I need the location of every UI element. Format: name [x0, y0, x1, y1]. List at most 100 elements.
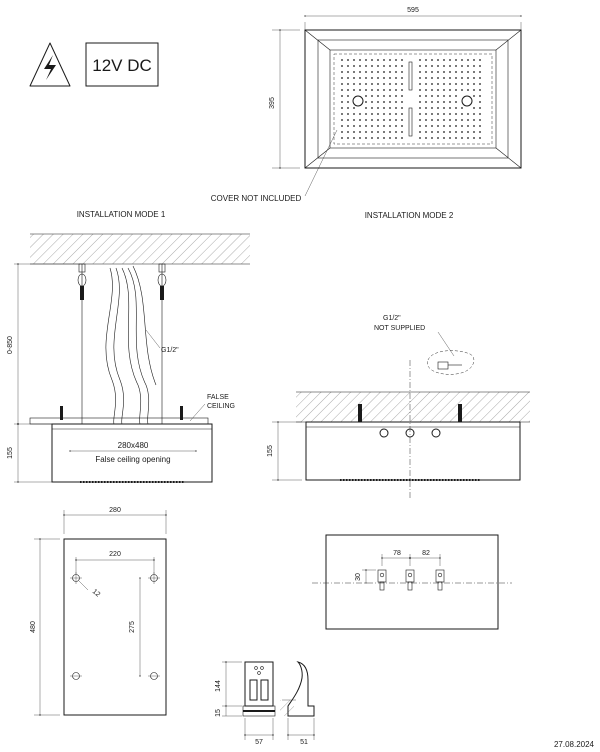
nozzle-dot — [383, 77, 385, 79]
nozzle-dot — [383, 101, 385, 103]
nozzle-dot — [479, 77, 481, 79]
nozzle-dot — [395, 131, 397, 133]
nozzle-dot — [377, 89, 379, 91]
nozzle-dot — [455, 65, 457, 67]
nozzle-dot — [377, 71, 379, 73]
nozzle-dot — [365, 77, 367, 79]
nozzle-dot — [383, 113, 385, 115]
nozzle-dot — [425, 107, 427, 109]
nozzle-dot — [347, 101, 349, 103]
nozzle-dot — [371, 101, 373, 103]
nozzle-dot — [443, 113, 445, 115]
nozzle-dot — [425, 59, 427, 61]
nozzle-dot — [341, 113, 343, 115]
nozzle-dot — [377, 137, 379, 139]
nozzle-dot — [431, 95, 433, 97]
nozzle-dot — [479, 125, 481, 127]
cover-not-included-note: COVER NOT INCLUDED — [211, 194, 302, 203]
nozzle-dot — [383, 65, 385, 67]
nozzle-dot — [461, 59, 463, 61]
detail-base: 15 — [215, 709, 222, 717]
nozzle-dot — [419, 125, 421, 127]
opening-size: 280x480 — [118, 441, 149, 450]
nozzle-dot — [353, 77, 355, 79]
nozzle-dot — [347, 107, 349, 109]
nozzle-dot — [365, 107, 367, 109]
nozzle-dot — [431, 71, 433, 73]
nozzle-dot — [479, 83, 481, 85]
nozzle-dot — [449, 95, 451, 97]
nozzle-dot — [383, 83, 385, 85]
nozzle-dot — [455, 137, 457, 139]
nozzle-dot — [455, 89, 457, 91]
connector-center — [405, 569, 415, 591]
nozzle-dot — [449, 113, 451, 115]
nozzle-dot — [479, 65, 481, 67]
installation-mode-2: G1/2" NOT SUPPLIED 155 — [267, 315, 530, 500]
nozzle-dot — [473, 113, 475, 115]
nozzle-dot — [395, 89, 397, 91]
nozzle-dot — [443, 125, 445, 127]
false-ceiling-label-1: FALSE — [207, 394, 229, 401]
nozzle-dot — [371, 137, 373, 139]
nozzle-dot — [377, 119, 379, 121]
spacing-right: 82 — [422, 550, 430, 557]
nozzle-dot — [401, 119, 403, 121]
nozzle-dot — [455, 59, 457, 61]
nozzle-dot — [437, 65, 439, 67]
nozzle-dot — [377, 107, 379, 109]
drawing-date: 27.08.2024 — [554, 740, 595, 749]
nozzle-dot — [353, 59, 355, 61]
nozzle-dot — [437, 89, 439, 91]
nozzle-dot — [395, 77, 397, 79]
nozzle-dot — [347, 119, 349, 121]
false-ceiling-label-2: CEILING — [207, 403, 235, 410]
nozzle-dot — [473, 131, 475, 133]
nozzle-dot — [431, 119, 433, 121]
nozzle-dot — [353, 65, 355, 67]
hole-pitch: 275 — [129, 621, 136, 633]
nozzle-dot — [395, 95, 397, 97]
nozzle-dot — [389, 137, 391, 139]
nozzle-dot — [419, 137, 421, 139]
nozzle-dot — [365, 95, 367, 97]
nozzle-dot — [467, 125, 469, 127]
nozzle-dot — [365, 137, 367, 139]
detail-depth: 51 — [300, 739, 308, 746]
nozzle-dot — [479, 107, 481, 109]
mode2-title: INSTALLATION MODE 2 — [365, 211, 454, 220]
nozzle-dot — [431, 83, 433, 85]
hanger-left — [77, 263, 87, 300]
nozzle-dot — [347, 83, 349, 85]
nozzle-dot — [341, 101, 343, 103]
nozzle-dot — [437, 113, 439, 115]
nozzle-dot — [395, 113, 397, 115]
nozzle-dot — [383, 131, 385, 133]
nozzle-dot — [467, 65, 469, 67]
nozzle-dot — [353, 131, 355, 133]
nozzle-dot — [467, 59, 469, 61]
nozzle-dot — [365, 119, 367, 121]
nozzle-dot — [455, 83, 457, 85]
opening-text: False ceiling opening — [95, 455, 170, 464]
nozzle-dot — [359, 125, 361, 127]
nozzle-dot — [377, 95, 379, 97]
nozzle-dot — [419, 77, 421, 79]
mode2-pipe-label: G1/2" — [383, 315, 401, 322]
nozzle-dot — [341, 119, 343, 121]
nozzle-dot — [401, 95, 403, 97]
nozzle-dot — [401, 125, 403, 127]
nozzle-dot — [365, 59, 367, 61]
nozzle-dot — [347, 95, 349, 97]
nozzle-dot — [437, 95, 439, 97]
nozzle-dot — [371, 119, 373, 121]
spacing-left: 78 — [393, 550, 401, 557]
nozzle-dot — [419, 113, 421, 115]
nozzle-dot — [377, 77, 379, 79]
nozzle-dot — [461, 113, 463, 115]
nozzle-dot — [461, 137, 463, 139]
nozzle-dot — [431, 65, 433, 67]
nozzle-dot — [359, 77, 361, 79]
nozzle-dot — [473, 137, 475, 139]
